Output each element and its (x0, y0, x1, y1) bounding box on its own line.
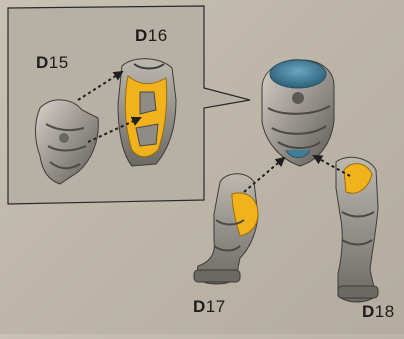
assembled-torso (262, 60, 334, 166)
label-d18: D18 (362, 302, 395, 322)
label-d15-letter: D (36, 53, 49, 72)
label-d15-number: 15 (49, 53, 69, 72)
label-d17-letter: D (193, 297, 206, 316)
part-d18-right-leg (336, 157, 378, 302)
label-d16-number: 16 (148, 26, 168, 45)
label-d18-number: 18 (375, 302, 395, 321)
label-d16: D16 (135, 26, 168, 46)
label-d17-number: 17 (206, 297, 226, 316)
label-d17: D17 (193, 297, 226, 317)
label-d16-letter: D (135, 26, 148, 45)
label-d18-letter: D (362, 302, 375, 321)
label-d15: D15 (36, 53, 69, 73)
